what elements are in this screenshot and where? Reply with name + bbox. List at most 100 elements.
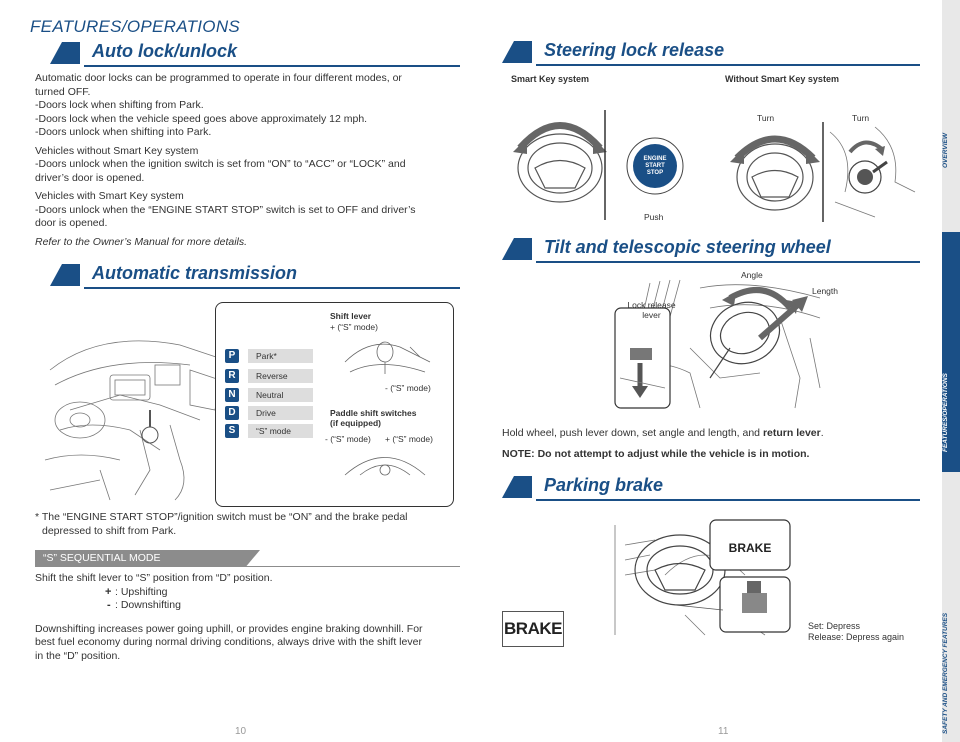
lock-release-line1: Lock release	[627, 300, 676, 310]
mode-label: Reverse	[248, 369, 313, 383]
page-number-right: 11	[718, 726, 729, 737]
paddle-wheel-drawing	[344, 457, 426, 476]
text-line: turned OFF.	[35, 85, 91, 98]
tilt-note: NOTE: Do not attempt to adjust while the…	[502, 447, 810, 460]
push-label: Push	[644, 212, 664, 222]
shift-lever-drawing	[344, 341, 431, 374]
transmission-footnote: * The “ENGINE START STOP”/ignition switc…	[35, 511, 465, 538]
sequential-body: Shift the shift lever to “S” position fr…	[35, 572, 465, 663]
sequential-para: Downshifting increases power going uphil…	[35, 623, 465, 664]
instr-text: Hold wheel, push lever down, set angle a…	[502, 427, 763, 439]
text-line: depressed to shift from Park.	[42, 524, 177, 537]
brake-indicator: BRAKE	[502, 611, 564, 647]
instr-bold: return lever	[762, 427, 821, 439]
parking-title: Parking brake	[544, 475, 664, 495]
turn-label-2: Turn	[852, 113, 870, 123]
paddle-plus-label: + (“S” mode)	[385, 434, 433, 444]
mode-letter: P	[225, 349, 239, 363]
mode-label: Neutral	[248, 388, 313, 402]
parking-brake-drawing: BRAKE	[614, 519, 791, 636]
steering-lock-heading: Steering lock release	[502, 40, 920, 66]
shift-plus-label: + (“S” mode)	[330, 322, 378, 332]
text-line: -Doors lock when the vehicle speed goes …	[35, 112, 368, 125]
length-label: Length	[812, 286, 838, 296]
text-line: driver’s door is opened.	[35, 171, 145, 184]
mode-label: Drive	[248, 406, 313, 420]
text-line: Downshifting increases power going uphil…	[35, 622, 423, 635]
steering-lock-title: Steering lock release	[544, 40, 725, 60]
mode-letter: D	[225, 406, 239, 420]
mode-label: Park*	[248, 349, 313, 363]
mode-drive: D Drive	[225, 406, 313, 420]
chapter-sidebar: OVERVIEW FEATURES/OPERATIONS SAFETY AND …	[942, 0, 960, 742]
text-line: -Doors lock when shifting from Park.	[35, 99, 204, 111]
text-line: door is opened.	[35, 217, 108, 229]
tilt-wheel-drawing	[614, 279, 821, 409]
mode-letter: S	[225, 424, 239, 438]
sequential-line: Shift the shift lever to “S” position fr…	[35, 572, 273, 584]
brake-indicator-text: BRAKE	[504, 619, 562, 638]
mode-reverse: R Reverse	[225, 369, 313, 383]
sidebar-item-safety: SAFETY AND EMERGENCY FEATURES	[942, 612, 949, 734]
engine-btn-line2: START	[645, 163, 665, 169]
auto-lock-title: Auto lock/unlock	[92, 41, 238, 61]
mode-letter: N	[225, 388, 239, 402]
auto-lock-para2: Vehicles without Smart Key system -Doors…	[35, 145, 465, 186]
tilt-instructions: Hold wheel, push lever down, set angle a…	[502, 427, 922, 461]
sidebar-overview-seg[interactable]: OVERVIEW	[942, 0, 960, 230]
parking-release-text: Release: Depress again	[808, 632, 905, 642]
sidebar-item-overview: OVERVIEW	[942, 132, 949, 168]
minus-symbol: -	[107, 598, 111, 611]
mode-label: “S” mode	[248, 424, 313, 438]
text-line: Vehicles with Smart Key system	[35, 190, 184, 202]
text-line: best fuel economy during normal driving …	[35, 636, 422, 648]
text-line: Vehicles without Smart Key system	[35, 144, 199, 157]
tilt-title: Tilt and telescopic steering wheel	[544, 237, 831, 257]
dashboard-illustration	[44, 340, 226, 501]
sidebar-features-seg[interactable]: FEATURES/OPERATIONS	[942, 232, 960, 472]
lock-release-line2: lever	[642, 310, 661, 320]
paddle-equipped-label: (if equipped)	[330, 418, 381, 428]
engine-btn-line1: ENGINE	[643, 156, 666, 162]
without-smart-key-label: Without Smart Key system	[725, 74, 839, 84]
paddle-label: Paddle shift switches	[330, 408, 417, 418]
steering-wheel-key-drawing	[730, 122, 916, 222]
downshift-text: : Downshifting	[115, 598, 181, 611]
sequential-rule	[35, 566, 460, 567]
auto-lock-heading: Auto lock/unlock	[50, 41, 460, 67]
text-line: * The “ENGINE START STOP”/ignition switc…	[35, 511, 408, 523]
text-line: -Doors unlock when the ignition switch i…	[35, 158, 406, 170]
section-header: FEATURES/OPERATIONS	[30, 17, 241, 36]
auto-lock-para1: Automatic door locks can be programmed t…	[35, 72, 465, 140]
tilt-heading: Tilt and telescopic steering wheel	[502, 237, 920, 263]
text-line: Automatic door locks can be programmed t…	[35, 72, 402, 84]
refer-note: Refer to the Owner’s Manual for more det…	[35, 235, 248, 248]
plus-symbol: +	[105, 585, 112, 598]
upshift-text: : Upshifting	[115, 585, 168, 598]
sidebar-safety-seg[interactable]: SAFETY AND EMERGENCY FEATURES	[942, 474, 960, 742]
sidebar-item-features: FEATURES/OPERATIONS	[942, 373, 949, 452]
text-line: -Doors unlock when the “ENGINE START STO…	[35, 203, 416, 216]
smart-key-label: Smart Key system	[511, 74, 590, 84]
instr-end: .	[820, 427, 824, 439]
shift-minus-label: - (“S” mode)	[385, 383, 431, 393]
auto-lock-para3: Vehicles with Smart Key system -Doors un…	[35, 190, 465, 231]
page-number-left: 10	[235, 726, 247, 737]
mode-neutral: N Neutral	[225, 388, 313, 402]
turn-label-1: Turn	[757, 113, 775, 123]
mode-letter: R	[225, 369, 239, 383]
engine-btn-line3: STOP	[647, 170, 663, 176]
brake-callout-text: BRAKE	[729, 541, 772, 555]
parking-heading: Parking brake	[502, 475, 920, 501]
transmission-panel	[215, 302, 454, 507]
text-line: -Doors unlock when shifting into Park.	[35, 126, 212, 138]
lock-release-label: Lock release lever	[624, 300, 679, 320]
sequential-tab: “S” SEQUENTIAL MODE	[35, 550, 260, 566]
auto-lock-body: Automatic door locks can be programmed t…	[35, 72, 465, 249]
mode-s: S “S” mode	[225, 424, 313, 438]
auto-trans-heading: Automatic transmission	[50, 263, 460, 289]
shift-lever-label: Shift lever	[330, 311, 372, 321]
paddle-minus-label: - (“S” mode)	[325, 434, 371, 444]
mode-park: P Park*	[225, 349, 313, 363]
auto-trans-title: Automatic transmission	[92, 263, 298, 283]
